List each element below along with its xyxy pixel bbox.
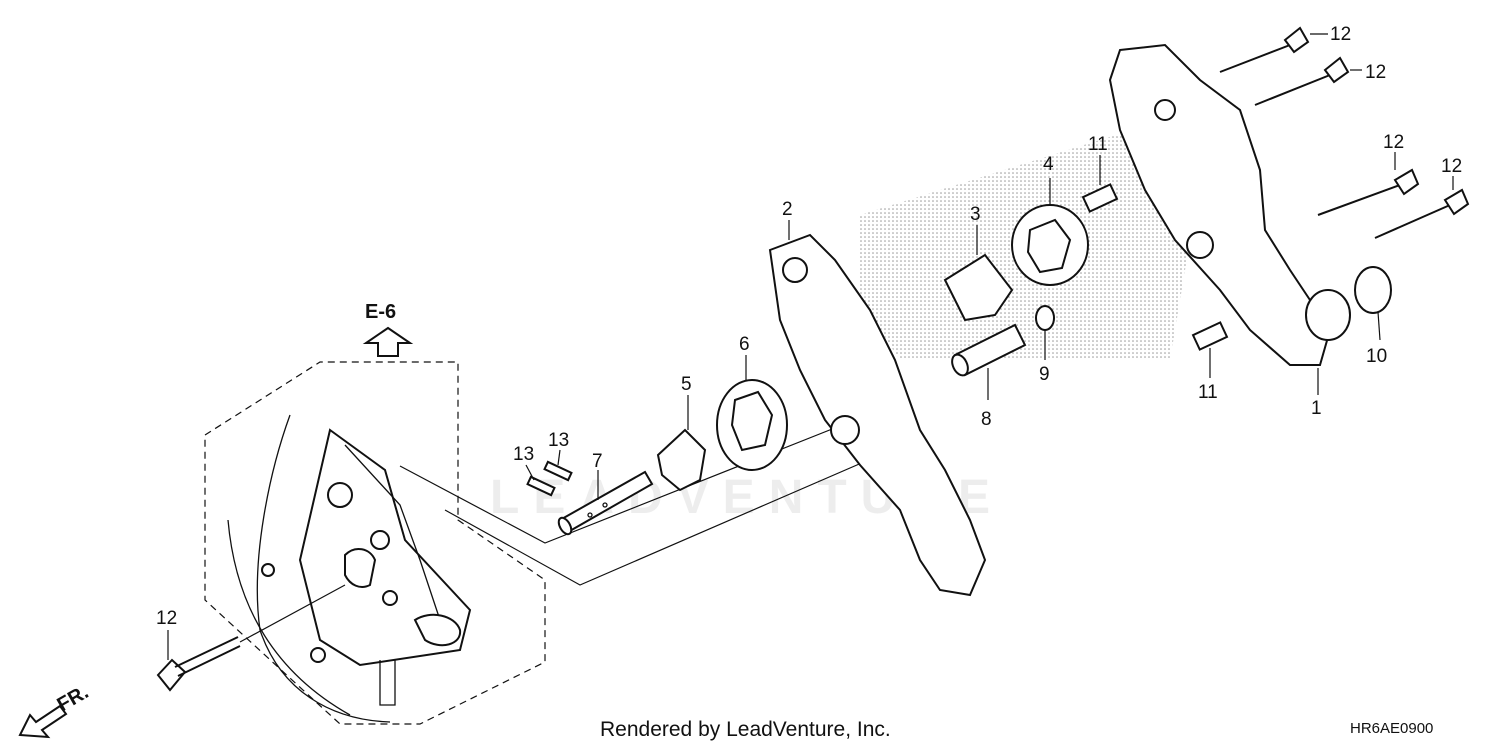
callout-5: 5 [681,374,692,395]
plate-2 [768,233,987,597]
bolt-12-c [1317,168,1420,216]
callout-12-fourth: 12 [1441,156,1462,177]
bolt-12-d [1374,188,1470,239]
callout-12-top: 12 [1330,24,1351,45]
callout-3: 3 [970,204,981,225]
assembly-guide-line-2 [444,454,881,586]
pump-body-1-hole-2 [1186,231,1214,259]
callout-8: 8 [981,409,992,430]
callout-12-second: 12 [1365,62,1386,83]
callout-7: 7 [592,451,603,472]
reference-label: E-6 [365,301,396,323]
callout-11-lower: 11 [1198,382,1218,403]
callout-4: 4 [1043,154,1054,175]
front-direction-arrow [18,704,68,739]
plate-2-hole-2 [830,415,860,445]
pin-13-left [526,475,556,497]
inner-rotor-3 [943,253,1014,322]
shaft-7 [557,470,654,536]
o-ring-10 [1354,266,1392,314]
callout-10: 10 [1366,346,1387,367]
callout-13-right: 13 [548,430,569,451]
callout-1: 1 [1311,398,1322,419]
washer-9 [1035,305,1055,331]
callout-12-third: 12 [1383,132,1404,153]
plate-2-hole [782,257,808,283]
footer-credit: Rendered by LeadVenture, Inc. [600,718,891,741]
diagram-code: HR6AE0900 [1350,720,1434,737]
reference-arrow [362,326,414,357]
bolt-12-b [1254,56,1350,106]
pump-body-1 [1108,43,1332,366]
pin-13-right [543,460,573,482]
callout-11-upper: 11 [1088,134,1108,155]
callout-12-lower-left: 12 [156,608,177,629]
outer-rotor-6 [716,379,788,471]
pump-body-1-boss [1305,289,1351,341]
callout-13-left: 13 [513,444,534,465]
bolt-12-a [1219,26,1310,73]
callout-6: 6 [739,334,750,355]
bolt-12-lower-left [156,584,346,692]
outer-rotor-4 [1011,204,1089,286]
inner-rotor-5 [656,428,707,492]
callout-leaders [167,33,1454,660]
callout-2: 2 [782,199,793,220]
shaft-8 [951,323,1027,377]
pump-body-1-hole [1154,99,1176,121]
dowel-11-lower [1191,321,1229,351]
crankcase-dashed-outline [204,361,546,725]
crankcase-section [227,414,472,723]
callout-9: 9 [1039,364,1050,385]
dowel-11-upper [1081,183,1119,213]
